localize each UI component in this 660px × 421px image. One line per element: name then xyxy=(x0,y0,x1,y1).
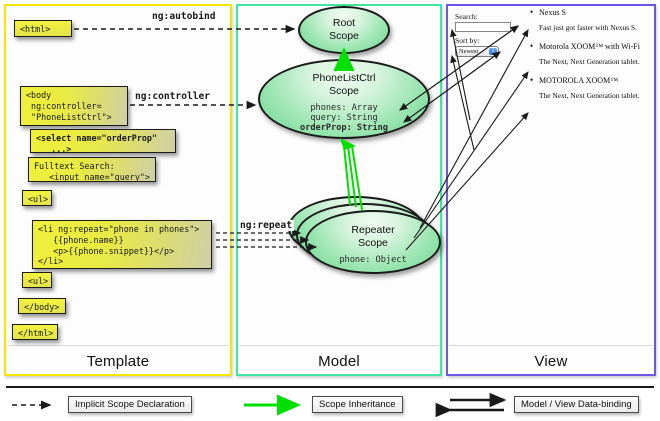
column-label-template: Template xyxy=(86,353,150,370)
legend-label-inheritance: Scope Inheritance xyxy=(312,396,403,413)
label-ng-repeat: ng:repeat xyxy=(238,220,294,231)
legend-label-databinding: Model / View Data-binding xyxy=(514,396,639,413)
legend-scope-inheritance: Scope Inheritance xyxy=(242,396,403,413)
phone-name: Motorola XOOM™ with Wi-Fi xyxy=(528,41,653,51)
list-item[interactable]: Motorola XOOM™ with Wi-Fi The Next, Next… xyxy=(528,41,653,66)
template-footer-divider xyxy=(7,345,229,346)
phonelistctrl-title-1: PhoneListCtrl xyxy=(312,72,376,84)
phonelistctrl-title-2: Scope xyxy=(329,85,359,97)
root-scope-title-2: Scope xyxy=(329,30,359,42)
code-box-body-controller: <body ng:controller= "PhoneListCtrl"> xyxy=(20,86,128,126)
view-sort-select[interactable]: Newest xyxy=(455,46,499,57)
column-label-model: Model xyxy=(318,353,360,370)
code-box-select-orderprop: <select name="orderProp" ...> xyxy=(30,129,176,154)
column-label-view: View xyxy=(534,353,568,370)
repeater-scope-prop-phone: phone: Object xyxy=(339,255,407,265)
view-sort-label: Sort by: xyxy=(455,36,480,45)
code-box-ul-open: <ul> xyxy=(22,190,52,206)
phone-snippet: The Next, Next Generation tablet. xyxy=(539,91,640,100)
scope-ellipse-repeater: Repeater Scope phone: Object xyxy=(305,210,441,274)
model-footer-divider xyxy=(239,345,439,346)
phone-name: Nexus S xyxy=(528,7,653,17)
root-scope-title-1: Root xyxy=(332,17,356,29)
view-search-label: Search: xyxy=(455,12,478,21)
label-ng-controller: ng:controller xyxy=(133,91,213,102)
legend-green-arrow-icon xyxy=(242,396,308,413)
phonelistctrl-prop-phones: phones: Array xyxy=(310,103,378,113)
legend-dashed-arrow-icon xyxy=(10,396,64,413)
scope-ellipse-root: Root Scope xyxy=(298,6,390,54)
phone-snippet: The Next, Next Generation tablet. xyxy=(539,57,640,66)
repeater-scope-title-1: Repeater xyxy=(351,224,395,236)
legend-divider xyxy=(6,386,654,388)
phonelistctrl-prop-query: query: String xyxy=(310,113,378,123)
label-ng-autobind: ng:autobind xyxy=(150,11,218,22)
phonelistctrl-prop-orderprop: orderProp: String xyxy=(300,123,388,133)
code-box-body-close: </body> xyxy=(18,298,66,314)
code-box-html-open: <html> xyxy=(14,20,72,37)
legend-label-implicit: Implicit Scope Declaration xyxy=(68,396,192,413)
view-phone-list: Nexus S Fast just got faster with Nexus … xyxy=(528,7,653,110)
repeater-scope-title-2: Scope xyxy=(358,237,388,249)
code-box-html-close: </html> xyxy=(12,324,58,340)
code-box-ul-close: <ul> xyxy=(22,272,52,288)
code-box-li-ngrepeat: <li ng:repeat="phone in phones"> {{phone… xyxy=(32,220,212,269)
legend-double-arrow-icon xyxy=(448,396,510,413)
chevron-updown-icon xyxy=(489,47,497,56)
phone-snippet: Fast just got faster with Nexus S. xyxy=(539,23,637,32)
list-item[interactable]: Nexus S Fast just got faster with Nexus … xyxy=(528,7,653,32)
view-search-input[interactable] xyxy=(455,22,511,32)
phone-name: MOTOROLA XOOM™ xyxy=(528,75,653,85)
scope-ellipse-phonelistctrl: PhoneListCtrl Scope phones: Array query:… xyxy=(258,59,430,139)
code-box-fulltext-search: Fulltext Search: <input name="query"> xyxy=(28,157,156,182)
list-item[interactable]: MOTOROLA XOOM™ The Next, Next Generation… xyxy=(528,75,653,100)
view-sort-select-value: Newest xyxy=(459,48,479,55)
legend-implicit-scope-declaration: Implicit Scope Declaration xyxy=(10,396,192,413)
view-footer-divider xyxy=(449,345,653,346)
legend-model-view-data-binding: Model / View Data-binding xyxy=(448,396,639,413)
